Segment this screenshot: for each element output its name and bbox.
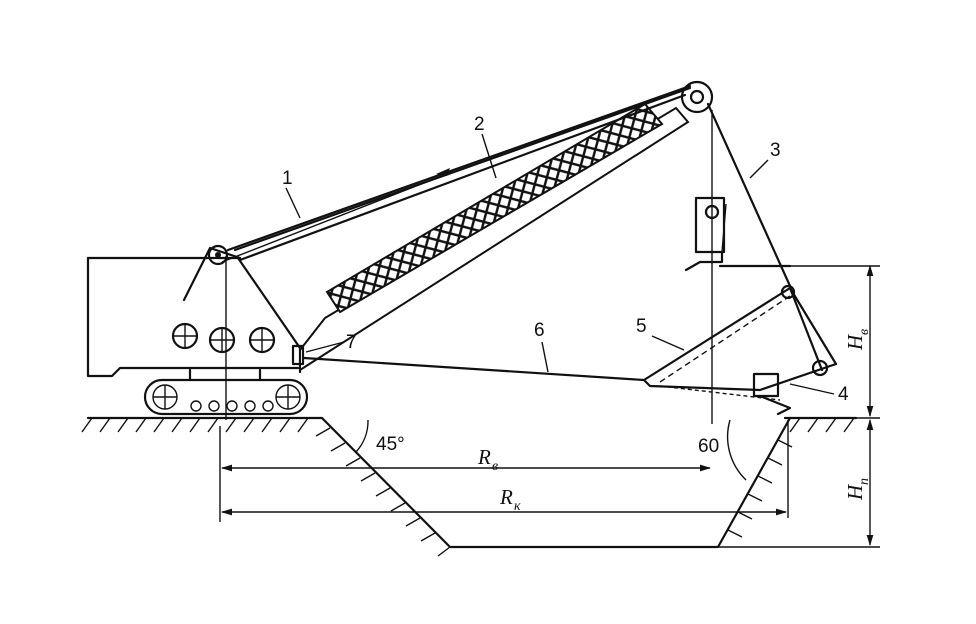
label-drag-rope: 6 [534, 320, 545, 341]
label-h-unload-sub: в [857, 329, 872, 335]
excavation-pit [315, 416, 793, 557]
dimension-unload-radius [219, 426, 712, 522]
excavator-house [86, 246, 302, 420]
dump-block [684, 196, 792, 272]
lattice-boom [233, 86, 692, 372]
crawler-track [143, 368, 309, 416]
leader-3 [749, 159, 769, 179]
dimension-dig-depth [718, 417, 880, 548]
label-h-dig-sub: п [857, 478, 872, 485]
label-r-dig: R [499, 485, 513, 509]
label-h-unload: H [843, 333, 867, 351]
leader-4 [789, 383, 835, 395]
leader-7 [305, 341, 345, 353]
dimension-unload-height [790, 264, 880, 418]
boom-pendant-rope [221, 84, 692, 263]
leader-5 [651, 335, 685, 351]
label-angle-60: 60 [698, 436, 719, 457]
drag-rope [302, 356, 646, 382]
label-angle-45: 45° [376, 434, 405, 455]
ground-surface [81, 416, 858, 433]
a-frame-sheave [207, 244, 229, 266]
leader-2 [481, 133, 497, 179]
fairlead [291, 344, 305, 366]
winch-drums [171, 322, 276, 354]
label-h-unload-group: H в [843, 329, 872, 351]
label-h-dig: H [843, 483, 867, 501]
label-bucket: 5 [636, 316, 647, 337]
label-fairlead: 7 [346, 332, 357, 353]
dimension-dig-radius [220, 420, 789, 518]
leader-6 [541, 341, 549, 373]
label-r-unload-sub: в [492, 459, 498, 474]
label-boom-pendant: 1 [282, 168, 293, 189]
label-r-dig-sub: к [514, 499, 521, 514]
label-bucket-teeth: 4 [838, 384, 849, 405]
label-hoist-rope: 3 [770, 140, 781, 161]
label-boom: 2 [474, 114, 485, 135]
boom-head-sheave [680, 80, 714, 114]
dragline-bucket [642, 284, 838, 416]
label-h-dig-group: H п [843, 478, 872, 501]
label-r-unload: R [477, 445, 491, 469]
leader-1 [285, 187, 301, 219]
hoist-rope [706, 102, 792, 424]
